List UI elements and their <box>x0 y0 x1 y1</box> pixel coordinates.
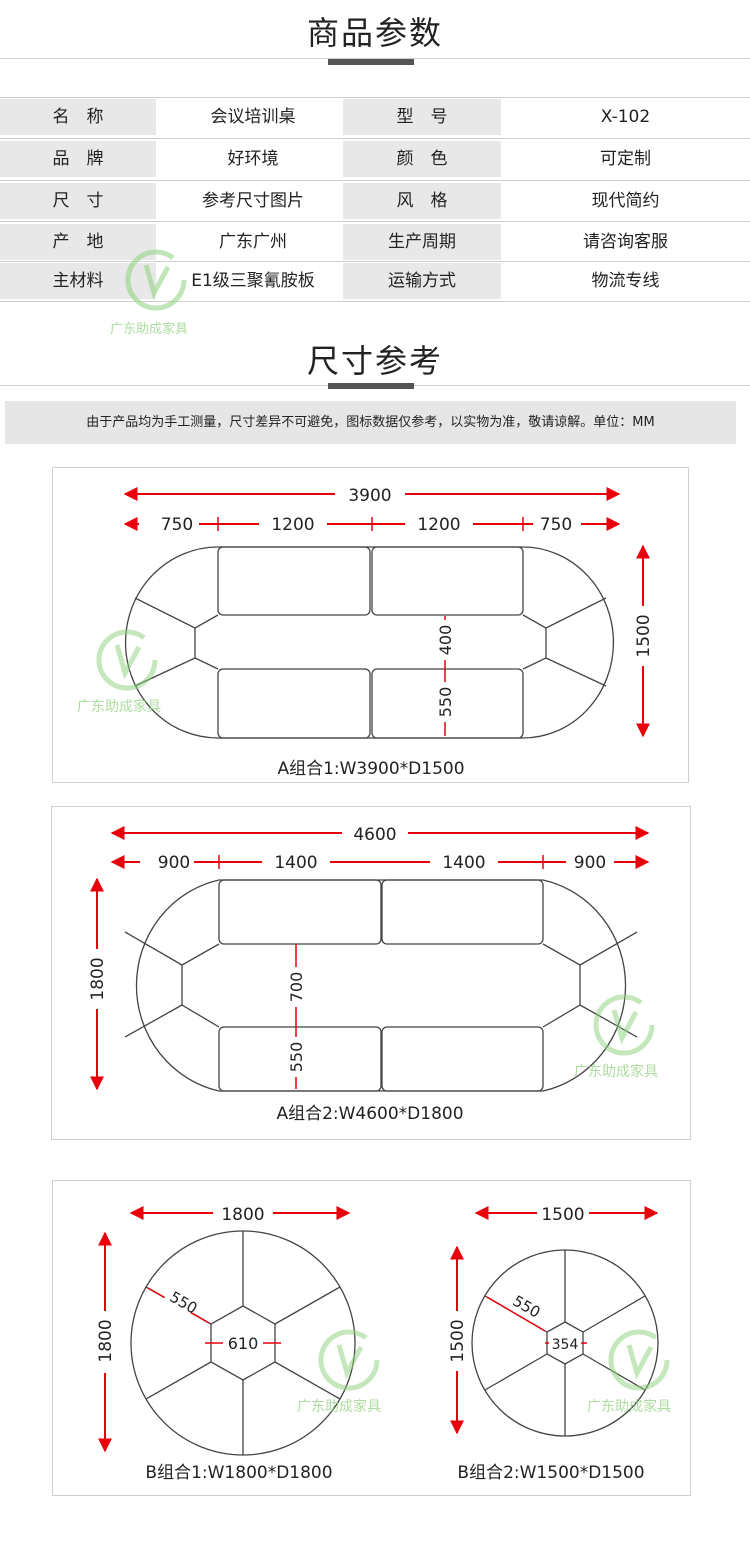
watermark-text: 广东助成家具 <box>110 321 188 337</box>
watermark-text: 广东助成家具 <box>574 1063 658 1080</box>
param-row: 尺 寸 参考尺寸图片 风 格 现代简约 <box>0 183 750 219</box>
dim-mid-right: 1200 <box>417 515 460 535</box>
dim-mid-left: 1400 <box>274 853 317 873</box>
watermark-logo: 广东助成家具 <box>587 1329 671 1415</box>
param-label: 运输方式 <box>343 263 501 299</box>
dim-inner: 700 <box>287 972 306 1003</box>
param-label: 名 称 <box>0 99 156 135</box>
params-title-underline <box>328 59 414 65</box>
param-row: 品 牌 好环境 颜 色 可定制 <box>0 141 750 177</box>
param-label: 产 地 <box>0 224 156 260</box>
watermark-text: 广东助成家具 <box>77 698 161 715</box>
size-notice: 由于产品均为手工测量，尺寸差异不可避免，图标数据仅参考，以实物为准，敬请谅解。单… <box>5 401 736 444</box>
param-label: 品 牌 <box>0 141 156 177</box>
divider <box>0 221 750 222</box>
divider <box>0 180 750 181</box>
table-outline-a2 <box>124 879 638 1092</box>
dim-b1-height: 1800 <box>96 1319 116 1362</box>
caption-b1: B组合1:W1800*D1800 <box>145 1463 332 1483</box>
size-title: 尺寸参考 <box>306 342 443 380</box>
dim-mid-right: 1400 <box>442 853 485 873</box>
param-value: 参考尺寸图片 <box>202 191 304 211</box>
divider <box>0 58 750 59</box>
dim-depth: 1800 <box>88 957 108 1000</box>
divider <box>0 138 750 139</box>
dim-end-left: 750 <box>161 515 193 535</box>
table-outline-a1 <box>124 546 615 739</box>
caption-b2: B组合2:W1500*D1500 <box>457 1463 644 1483</box>
param-value: 现代简约 <box>591 191 660 211</box>
watermark-logo: 广东助成家具 <box>110 249 188 337</box>
size-title-underline <box>328 383 414 389</box>
divider <box>0 97 750 98</box>
diagram-a2: 4600 900 1400 1400 900 1800 700 550 <box>51 806 691 1140</box>
dim-depth: 1500 <box>634 614 654 657</box>
param-value: X-102 <box>600 107 651 127</box>
param-row: 名 称 会议培训桌 型 号 X-102 <box>0 99 750 135</box>
param-row: 产 地 广东广州 生产周期 请咨询客服 <box>0 224 750 260</box>
param-value: 可定制 <box>600 149 651 169</box>
table-outline-b1 <box>130 1230 356 1456</box>
param-label: 生产周期 <box>343 224 501 260</box>
param-label: 颜 色 <box>343 141 501 177</box>
param-row: 主材料 E1级三聚氰胺板 运输方式 物流专线 <box>0 263 750 299</box>
dim-total: 4600 <box>353 825 396 845</box>
watermark-logo: 广东助成家具 <box>297 1329 381 1415</box>
dim-end-right: 750 <box>540 515 572 535</box>
param-label: 尺 寸 <box>0 183 156 219</box>
watermark-logo: 广东助成家具 <box>574 994 658 1080</box>
param-value: 广东广州 <box>219 232 287 252</box>
param-value: 会议培训桌 <box>210 107 296 127</box>
param-label: 型 号 <box>343 99 501 135</box>
param-value: 物流专线 <box>591 271 660 291</box>
dim-end-left: 900 <box>158 853 190 873</box>
params-title: 商品参数 <box>306 14 443 52</box>
dim-mid-left: 1200 <box>271 515 314 535</box>
param-value: 好环境 <box>227 149 279 169</box>
diagram-a1: 3900 750 1200 1200 750 1500 <box>52 467 689 783</box>
watermark-logo: 广东助成家具 <box>77 629 161 715</box>
param-value: 请咨询客服 <box>583 232 668 252</box>
caption-a2: A组合2:W4600*D1800 <box>276 1104 463 1124</box>
divider <box>0 301 750 302</box>
watermark-text: 广东助成家具 <box>297 1398 381 1415</box>
divider <box>0 261 750 262</box>
dim-b2-height: 1500 <box>448 1319 468 1362</box>
dim-b1-width: 1800 <box>221 1205 264 1225</box>
dim-total: 3900 <box>348 486 391 506</box>
watermark-text: 广东助成家具 <box>587 1398 671 1415</box>
dim-end-right: 900 <box>574 853 606 873</box>
dim-table: 550 <box>287 1042 306 1073</box>
diagram-b: 1800 1800 550 610 B组合1:W1800*D1800 1500 … <box>52 1180 691 1496</box>
dim-b2-width: 1500 <box>541 1205 584 1225</box>
param-label: 风 格 <box>343 183 501 219</box>
dim-b2-center: 354 <box>552 1337 579 1353</box>
caption-a1: A组合1:W3900*D1500 <box>277 759 464 779</box>
dim-inner: 400 <box>436 625 455 656</box>
dim-b1-center: 610 <box>228 1334 259 1353</box>
dim-table: 550 <box>436 687 455 718</box>
param-value: E1级三聚氰胺板 <box>191 271 315 291</box>
